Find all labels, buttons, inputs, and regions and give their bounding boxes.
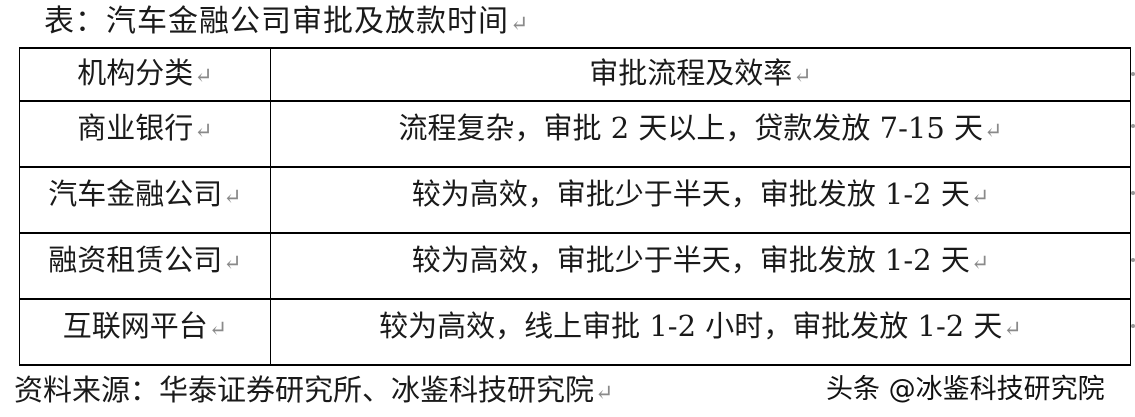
efficiency-cell: 较为高效，审批少于半天，审批发放 1-2 天↵ xyxy=(270,166,1131,234)
table-row: 融资租赁公司↵ 较为高效，审批少于半天，审批发放 1-2 天↵ xyxy=(19,232,1131,300)
institution-cell: 汽车金融公司↵ xyxy=(19,166,271,234)
paragraph-mark-icon: ↵ xyxy=(1003,317,1022,342)
institution-cell: 商业银行↵ xyxy=(19,100,271,168)
paragraph-mark-icon: ↵ xyxy=(984,119,1003,144)
approval-time-table: 机构分类↵ 审批流程及效率↵ 商业银行↵ 流程复杂，审批 2 天以上，贷款发放 … xyxy=(19,47,1131,366)
efficiency-cell: 流程复杂，审批 2 天以上，贷款发放 7-15 天↵ xyxy=(270,100,1131,168)
institution-name: 商业银行 xyxy=(77,111,194,145)
table-header-row: 机构分类↵ 审批流程及效率↵ xyxy=(19,47,1131,102)
paragraph-mark-icon: ↵ xyxy=(194,119,213,144)
efficiency-text: 流程复杂，审批 2 天以上，贷款发放 7-15 天 xyxy=(398,111,984,145)
institution-name: 融资租赁公司 xyxy=(48,243,223,277)
table-caption: 表：汽车金融公司审批及放款时间↵ xyxy=(44,2,529,45)
paragraph-mark-icon: ↵ xyxy=(595,381,614,406)
table-row: 汽车金融公司↵ 较为高效，审批少于半天，审批发放 1-2 天↵ xyxy=(19,166,1131,234)
watermark: 头条 @冰鉴科技研究院 xyxy=(826,374,1105,405)
caption-text: 表：汽车金融公司审批及放款时间 xyxy=(44,4,509,39)
efficiency-text: 较为高效，审批少于半天，审批发放 1-2 天 xyxy=(411,243,970,277)
paragraph-mark-icon: ↵ xyxy=(223,185,242,210)
institution-cell: 互联网平台↵ xyxy=(19,298,271,366)
row-end-marker-icon xyxy=(1131,258,1135,262)
institution-name: 汽车金融公司 xyxy=(48,177,223,211)
paragraph-mark-icon: ↵ xyxy=(970,185,990,210)
institution-cell: 融资租赁公司↵ xyxy=(19,232,271,300)
header-cell-approval-efficiency: 审批流程及效率↵ xyxy=(270,47,1131,102)
paragraph-mark-icon: ↵ xyxy=(793,64,812,89)
row-end-marker-icon xyxy=(1131,72,1135,76)
efficiency-cell: 较为高效，线上审批 1-2 小时，审批发放 1-2 天↵ xyxy=(270,298,1131,366)
paragraph-mark-icon: ↵ xyxy=(510,12,530,37)
table-row: 商业银行↵ 流程复杂，审批 2 天以上，贷款发放 7-15 天↵ xyxy=(19,100,1131,168)
header-label: 机构分类 xyxy=(77,56,194,90)
efficiency-cell: 较为高效，审批少于半天，审批发放 1-2 天↵ xyxy=(270,232,1131,300)
row-end-marker-icon xyxy=(1131,124,1135,128)
efficiency-text: 较为高效，审批少于半天，审批发放 1-2 天 xyxy=(411,177,970,211)
paragraph-mark-icon: ↵ xyxy=(970,251,990,276)
table-row: 互联网平台↵ 较为高效，线上审批 1-2 小时，审批发放 1-2 天↵ xyxy=(19,298,1131,366)
header-label: 审批流程及效率 xyxy=(589,56,793,90)
efficiency-text: 较为高效，线上审批 1-2 小时，审批发放 1-2 天 xyxy=(379,309,1003,343)
paragraph-mark-icon: ↵ xyxy=(194,64,213,89)
institution-name: 互联网平台 xyxy=(62,309,208,343)
source-note: 资料来源：华泰证券研究所、冰鉴科技研究院↵ xyxy=(14,370,613,414)
row-end-marker-icon xyxy=(1131,324,1135,328)
source-text: 资料来源：华泰证券研究所、冰鉴科技研究院 xyxy=(14,373,595,407)
row-end-marker-icon xyxy=(1131,191,1135,195)
paragraph-mark-icon: ↵ xyxy=(223,251,242,276)
paragraph-mark-icon: ↵ xyxy=(208,317,228,342)
header-cell-institution-type: 机构分类↵ xyxy=(19,47,271,102)
